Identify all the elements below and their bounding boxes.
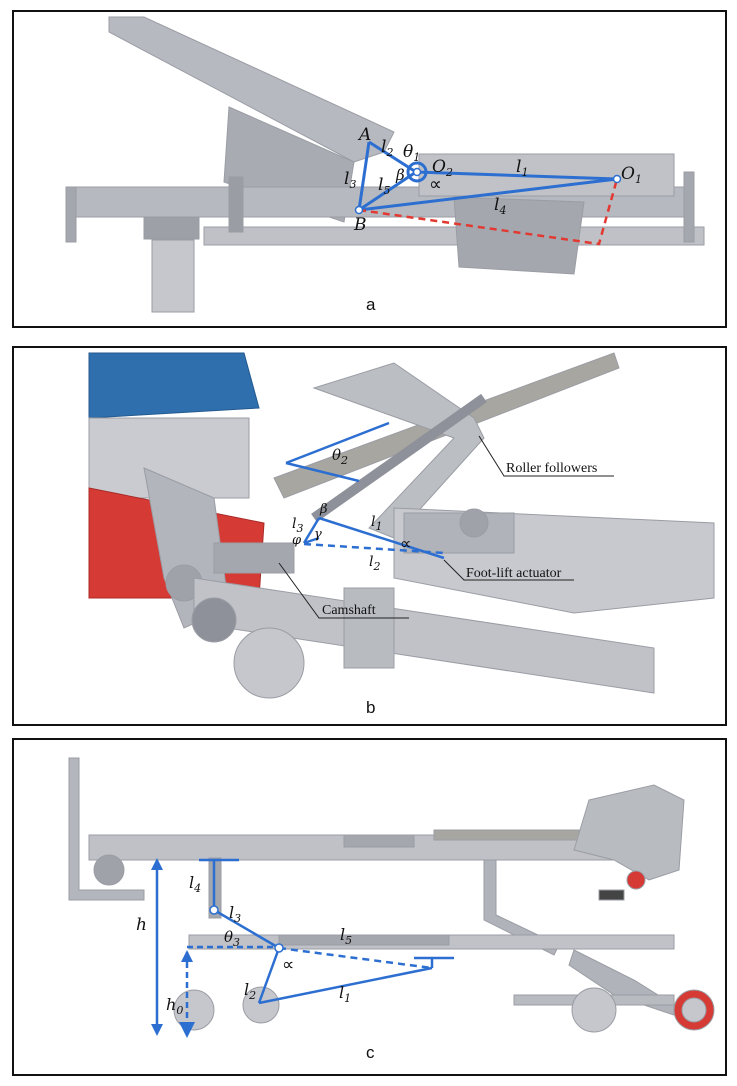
- bed-frame-c: [68, 757, 715, 1033]
- label-A: A: [357, 125, 371, 145]
- label-B: B: [353, 215, 367, 235]
- link-l3: [213, 908, 280, 950]
- pivot-o2: [406, 161, 428, 183]
- label-gamma: γ: [314, 527, 322, 542]
- panel-c: h h0 l4 l3 θ3 ∝ l2 l1 l5 c: [12, 738, 727, 1076]
- label-l4: l4: [189, 873, 201, 895]
- caption-b: b: [366, 698, 375, 717]
- link-l4: [358, 177, 618, 212]
- leader-lines-b: [278, 435, 614, 619]
- bed-frame-a: [65, 16, 705, 313]
- link-l5: [358, 170, 417, 212]
- label-O2: O2: [432, 157, 453, 179]
- label-l2: l2: [369, 554, 380, 573]
- caption-c: c: [366, 1043, 375, 1062]
- label-l1: l1: [371, 514, 382, 533]
- label-l3: l3: [344, 169, 356, 191]
- label-beta: β: [319, 502, 328, 517]
- label-O1: O1: [621, 164, 642, 186]
- link-l1: [415, 170, 618, 181]
- label-phi: φ: [292, 533, 302, 548]
- seat-cushion: [88, 352, 260, 419]
- annotation-foot-lift-actuator: Foot-lift actuator: [466, 566, 562, 581]
- bed-frame-b: [88, 352, 715, 699]
- label-theta2: θ2: [332, 446, 348, 467]
- annotation-roller-followers: Roller followers: [506, 461, 597, 476]
- label-l5: l5: [340, 925, 352, 947]
- theta2-lower: [285, 461, 360, 483]
- link-l3: [302, 517, 321, 544]
- linkage-overlay-c: [155, 858, 454, 1032]
- label-theta3: θ3: [224, 928, 240, 949]
- label-theta1: θ1: [403, 142, 420, 164]
- link-l5: [278, 946, 433, 970]
- link-gamma: [303, 536, 320, 545]
- label-l5: l5: [378, 175, 390, 197]
- link-l3: [357, 141, 371, 211]
- panel-b: θ2 β l1 l3 φ γ ∝ l2 Roller followers Foo…: [12, 346, 727, 726]
- linkage-overlay-b: [285, 421, 445, 560]
- label-l1: l1: [516, 157, 528, 179]
- label-alpha: ∝: [400, 534, 411, 553]
- linkage-overlay-a: [357, 140, 618, 212]
- label-l3: l3: [229, 903, 241, 925]
- caption-a: a: [366, 295, 376, 314]
- label-l1: l1: [339, 983, 351, 1005]
- label-beta: β: [395, 166, 405, 184]
- label-l3: l3: [292, 516, 303, 535]
- theta2-upper: [285, 421, 390, 465]
- panel-a: A B l2 l3 l5 β θ1 O2 ∝ l1 O1 l4 a: [12, 10, 727, 328]
- dashed-path-a: [358, 178, 619, 246]
- link-l2: [257, 947, 281, 1004]
- label-alpha: ∝: [282, 955, 294, 975]
- label-h0: h0: [166, 995, 183, 1017]
- label-l4: l4: [494, 195, 506, 217]
- link-l1: [318, 516, 445, 560]
- link-l1: [258, 966, 433, 1005]
- annotation-camshaft: Camshaft: [322, 603, 376, 618]
- label-h: h: [136, 915, 147, 935]
- panel-b-drawing: θ2 β l1 l3 φ γ ∝ l2 Roller followers Foo…: [88, 352, 715, 717]
- panel-a-drawing: A B l2 l3 l5 β θ1 O2 ∝ l1 O1 l4 a: [65, 16, 705, 314]
- label-alpha: ∝: [429, 174, 442, 195]
- label-l2: l2: [381, 137, 393, 159]
- label-l2: l2: [244, 980, 256, 1002]
- panel-c-drawing: h h0 l4 l3 θ3 ∝ l2 l1 l5 c: [68, 757, 715, 1062]
